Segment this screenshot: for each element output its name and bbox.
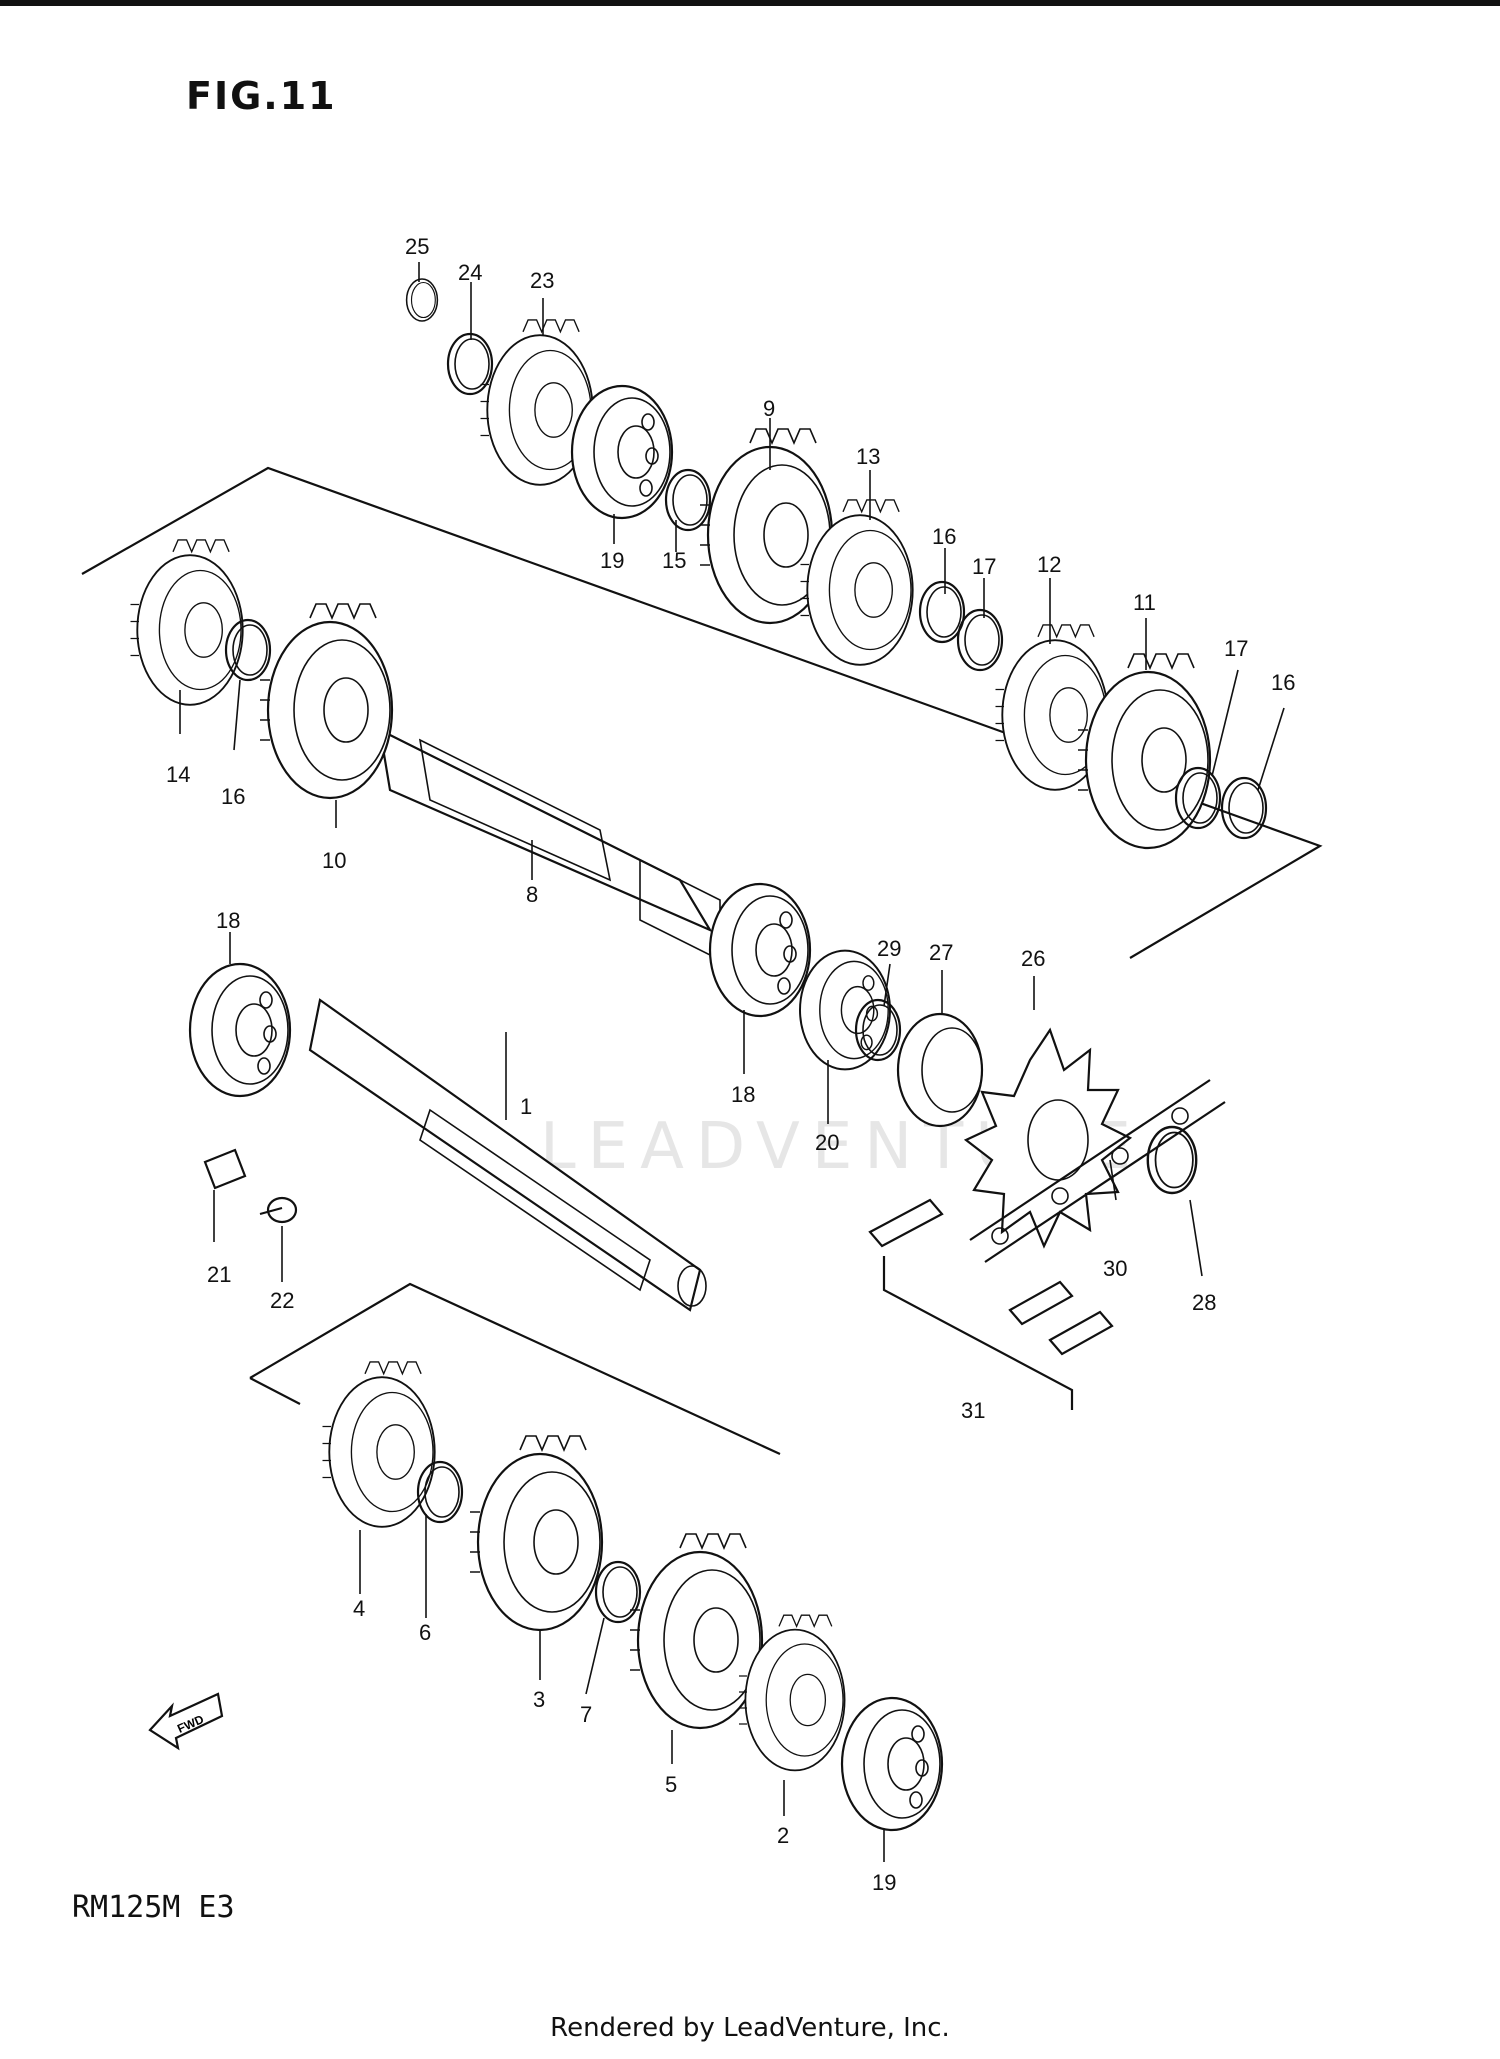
callout-25: 25 bbox=[405, 234, 429, 259]
circlip-6 bbox=[416, 1460, 464, 1524]
circlip-25 bbox=[405, 278, 439, 322]
bearing-18-left bbox=[188, 962, 292, 1098]
gear-14 bbox=[129, 538, 244, 706]
screw-22 bbox=[259, 1196, 298, 1224]
callout-24: 24 bbox=[458, 260, 482, 285]
bearing-19-upper bbox=[570, 384, 674, 520]
oil-seal-20 bbox=[799, 949, 891, 1071]
master-link-31 bbox=[868, 1198, 1114, 1410]
leader-lines bbox=[179, 262, 1285, 1862]
callout-31: 31 bbox=[961, 1398, 985, 1423]
washer-17 bbox=[956, 608, 1004, 672]
callout-17-center: 17 bbox=[972, 554, 996, 579]
callout-28: 28 bbox=[1192, 1290, 1216, 1315]
model-code: RM125M E3 bbox=[72, 1890, 235, 1925]
callout-27: 27 bbox=[929, 940, 953, 965]
lower-group-outline bbox=[249, 1282, 781, 1455]
callout-13: 13 bbox=[856, 444, 880, 469]
gear-4 bbox=[321, 1360, 436, 1528]
callout-20: 20 bbox=[815, 1130, 839, 1155]
callout-17-right: 17 bbox=[1224, 636, 1248, 661]
callout-30: 30 bbox=[1103, 1256, 1127, 1281]
callout-16-center: 16 bbox=[932, 524, 956, 549]
driveshaft bbox=[308, 998, 707, 1312]
callout-8: 8 bbox=[526, 882, 538, 907]
washer-15 bbox=[664, 468, 712, 532]
top-border bbox=[0, 0, 1500, 6]
callout-16-left: 16 bbox=[221, 784, 245, 809]
sprocket-26 bbox=[963, 1027, 1133, 1249]
gear-10 bbox=[258, 602, 394, 800]
gear-5 bbox=[628, 1532, 764, 1730]
bearing-18-center bbox=[708, 882, 812, 1018]
callout-3: 3 bbox=[533, 1687, 545, 1712]
spacer-27 bbox=[896, 1012, 984, 1128]
callout-labels: 1 2 3 4 5 6 7 8 9 10 11 12 13 14 15 16 1… bbox=[166, 234, 1295, 1895]
callout-16-right: 16 bbox=[1271, 670, 1295, 695]
callout-19-upper: 19 bbox=[600, 548, 624, 573]
callout-14: 14 bbox=[166, 762, 190, 787]
callout-2: 2 bbox=[777, 1823, 789, 1848]
callout-15: 15 bbox=[662, 548, 686, 573]
fwd-arrow-icon: FWD bbox=[148, 1692, 224, 1751]
circlip-7 bbox=[594, 1560, 642, 1624]
callout-29: 29 bbox=[877, 936, 901, 961]
callout-26: 26 bbox=[1021, 946, 1045, 971]
callout-23: 23 bbox=[530, 268, 554, 293]
callout-5: 5 bbox=[665, 1772, 677, 1797]
upper-group-outline bbox=[81, 466, 1323, 959]
callout-10: 10 bbox=[322, 848, 346, 873]
figure-title: FIG.11 bbox=[186, 74, 337, 118]
callout-7: 7 bbox=[580, 1702, 592, 1727]
footer-credit: Rendered by LeadVenture, Inc. bbox=[550, 2013, 950, 2043]
callout-19-lower: 19 bbox=[872, 1870, 896, 1895]
bearing-19-lower bbox=[840, 1696, 944, 1832]
callout-6: 6 bbox=[419, 1620, 431, 1645]
circlip-16-left bbox=[224, 618, 272, 682]
callout-18-center: 18 bbox=[731, 1082, 755, 1107]
callout-11: 11 bbox=[1133, 590, 1156, 615]
drive-chain-30 bbox=[969, 1079, 1226, 1263]
callout-9: 9 bbox=[763, 396, 775, 421]
callout-12: 12 bbox=[1037, 552, 1061, 577]
callout-1: 1 bbox=[520, 1094, 532, 1119]
gear-3 bbox=[468, 1434, 604, 1632]
countershaft bbox=[378, 728, 721, 962]
callout-22: 22 bbox=[270, 1288, 294, 1313]
stopper-21 bbox=[203, 1148, 247, 1190]
callout-21: 21 bbox=[207, 1262, 231, 1287]
callout-4: 4 bbox=[353, 1596, 365, 1621]
circlip-16 bbox=[918, 580, 966, 644]
callout-18-left: 18 bbox=[216, 908, 240, 933]
